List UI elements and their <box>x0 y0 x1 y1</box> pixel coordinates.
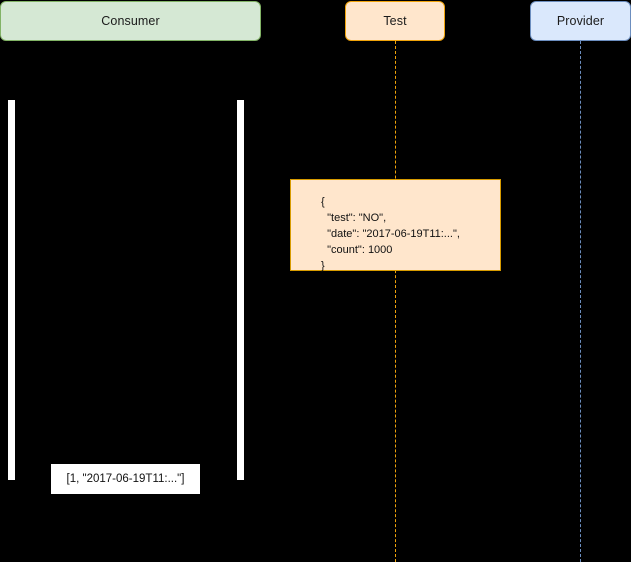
lifeline-provider <box>580 41 581 562</box>
participant-test[interactable]: Test <box>345 1 445 41</box>
note-test-payload: { "test": "NO", "date": "2017-06-19T11:.… <box>290 179 501 272</box>
note-consumer-result-label: [1, "2017-06-19T11:..."] <box>66 473 185 485</box>
note-consumer-result: [1, "2017-06-19T11:..."] <box>51 464 200 494</box>
participant-consumer[interactable]: Consumer <box>0 1 261 41</box>
lifeline-test <box>395 41 396 562</box>
activation-bar-consumer-right <box>237 100 244 480</box>
participant-consumer-label: Consumer <box>101 14 160 28</box>
activation-bar-consumer-left <box>8 100 15 480</box>
participant-provider-label: Provider <box>556 14 605 28</box>
participant-provider[interactable]: Provider <box>530 1 631 41</box>
participant-test-label: Test <box>383 14 407 28</box>
